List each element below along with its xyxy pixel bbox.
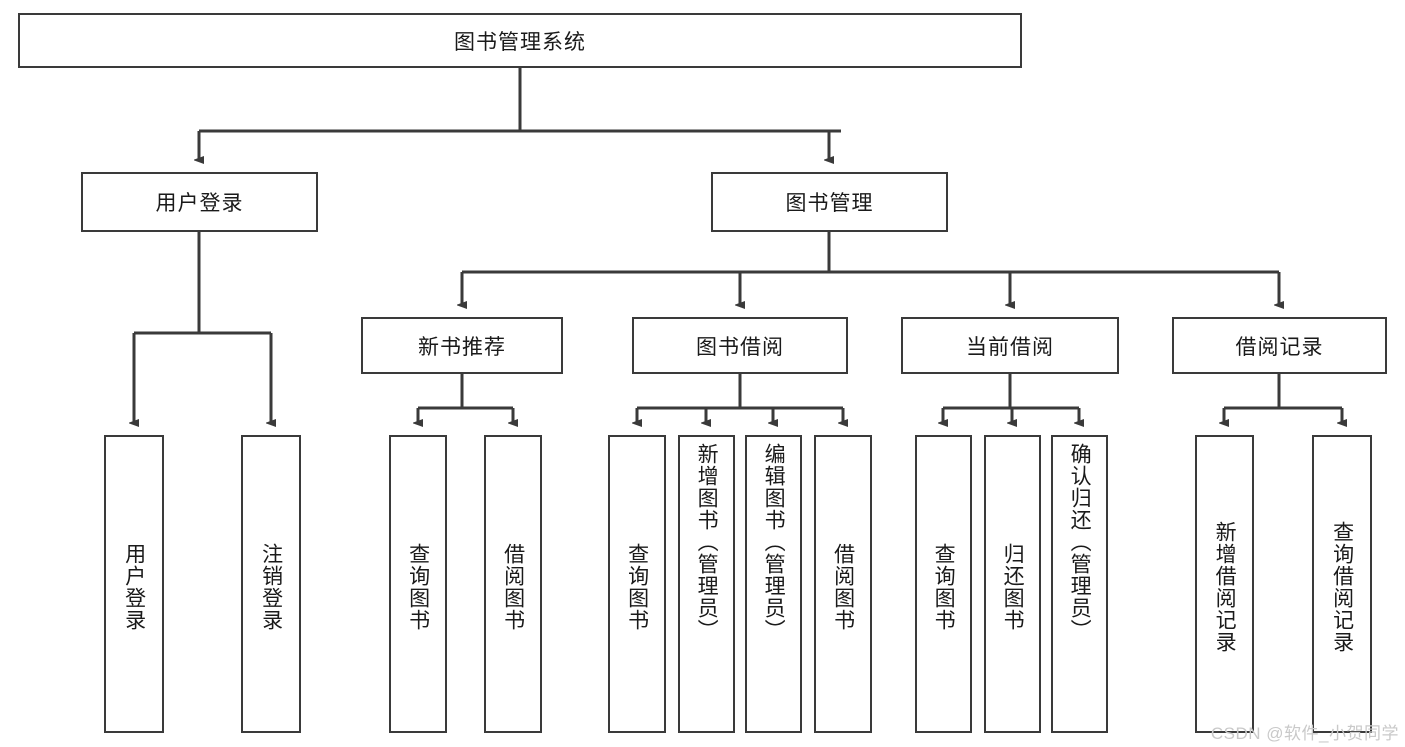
node-leaf-borrow-book-label: 借阅图书: [831, 543, 855, 631]
node-borrow-record[interactable]: 借阅记录: [1172, 317, 1387, 374]
node-leaf-user-login[interactable]: 用户登录: [104, 435, 164, 733]
node-current-borrow-label: 当前借阅: [966, 335, 1054, 359]
node-leaf-add-record-label: 新增借阅记录: [1213, 521, 1237, 653]
node-leaf-query-book-cur-label: 查询图书: [932, 543, 956, 631]
node-borrow-record-label: 借阅记录: [1235, 335, 1324, 359]
node-leaf-add-book-label: 新增图书（管理员）: [695, 443, 719, 641]
node-leaf-edit-book[interactable]: 编辑图书（管理员）: [745, 435, 802, 733]
node-book-manage-label: 图书管理: [785, 192, 874, 215]
node-leaf-query-book[interactable]: 查询图书: [608, 435, 666, 733]
node-new-book-rec[interactable]: 新书推荐: [361, 317, 563, 374]
node-leaf-query-book-rec[interactable]: 查询图书: [389, 435, 447, 733]
node-leaf-edit-book-label: 编辑图书（管理员）: [762, 443, 786, 641]
node-leaf-confirm-return[interactable]: 确认归还（管理员）: [1051, 435, 1108, 733]
node-book-manage[interactable]: 图书管理: [711, 172, 948, 232]
node-user-login-label: 用户登录: [155, 192, 244, 215]
node-user-login[interactable]: 用户登录: [81, 172, 318, 232]
node-leaf-query-book-rec-label: 查询图书: [406, 543, 430, 631]
watermark-text: CSDN @软件_小贺同学: [1210, 724, 1399, 743]
node-book-borrow-label: 图书借阅: [696, 335, 784, 359]
node-new-book-rec-label: 新书推荐: [418, 335, 506, 359]
node-leaf-return-book-label: 归还图书: [1001, 543, 1025, 631]
node-leaf-user-logout-label: 注销登录: [259, 543, 283, 631]
node-leaf-borrow-book-rec[interactable]: 借阅图书: [484, 435, 542, 733]
node-leaf-confirm-return-label: 确认归还（管理员）: [1068, 443, 1092, 641]
node-leaf-add-record[interactable]: 新增借阅记录: [1195, 435, 1254, 733]
node-leaf-add-book[interactable]: 新增图书（管理员）: [678, 435, 735, 733]
node-leaf-query-record[interactable]: 查询借阅记录: [1312, 435, 1372, 733]
node-root[interactable]: 图书管理系统: [18, 13, 1022, 68]
node-leaf-user-login-label: 用户登录: [122, 543, 146, 631]
node-leaf-query-record-label: 查询借阅记录: [1330, 521, 1354, 653]
node-book-borrow[interactable]: 图书借阅: [632, 317, 848, 374]
node-leaf-query-book-label: 查询图书: [625, 543, 649, 631]
node-leaf-return-book[interactable]: 归还图书: [984, 435, 1041, 733]
node-leaf-query-book-cur[interactable]: 查询图书: [915, 435, 972, 733]
node-current-borrow[interactable]: 当前借阅: [901, 317, 1119, 374]
node-leaf-user-logout[interactable]: 注销登录: [241, 435, 301, 733]
node-root-label: 图书管理系统: [454, 30, 586, 54]
node-leaf-borrow-book[interactable]: 借阅图书: [814, 435, 872, 733]
node-leaf-borrow-book-rec-label: 借阅图书: [501, 543, 525, 631]
